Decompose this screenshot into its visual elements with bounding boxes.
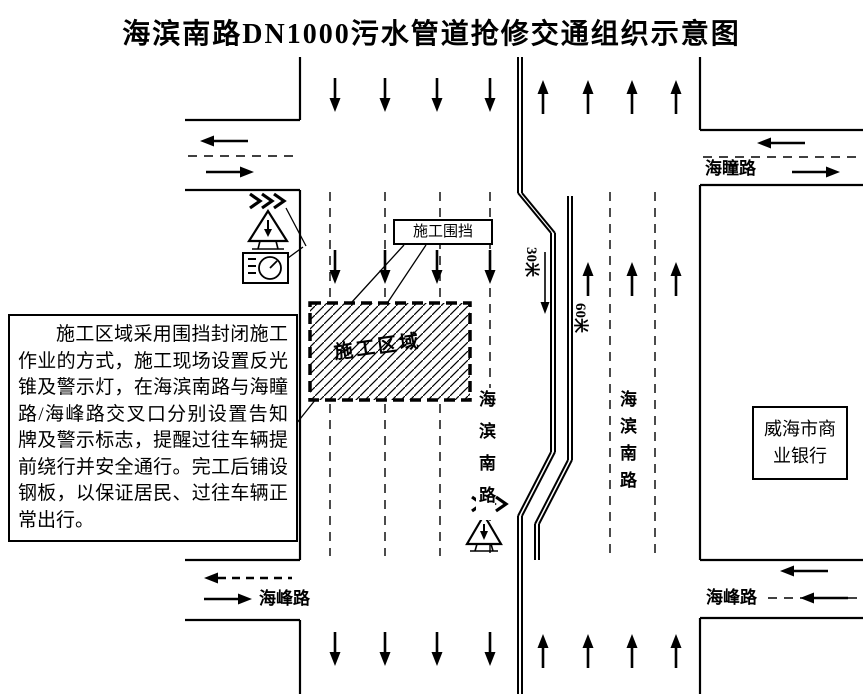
bank-building-label: 威海市商业银行 [752, 406, 848, 480]
diagram-title: 海滨南路DN1000污水管道抢修交通组织示意图 [122, 19, 741, 50]
construction-note-box: 施工区域采用围挡封闭施工作业的方式，施工现场设置反光锥及警示灯，在海滨南路与海瞳… [8, 314, 298, 542]
road-label-haibin-south-east: 海滨南路 [617, 388, 636, 500]
construction-area-rect [308, 301, 472, 402]
triangle-warning-icon [247, 208, 289, 250]
construction-zone [308, 301, 472, 402]
warning-signs-north [242, 192, 289, 284]
dimension-label-30m: 30米 [523, 247, 539, 278]
dashed-left-arrowhead [204, 572, 218, 584]
triangle-warning-icon [465, 512, 503, 552]
dimension-30m-arrow [540, 252, 550, 314]
cross-street-markings [188, 155, 860, 599]
road-label-haitong: 海瞳路 [703, 159, 758, 179]
road-label-haifeng-east: 海峰路 [704, 588, 759, 608]
warning-light-icon [242, 252, 289, 284]
road-label-haifeng-west: 海峰路 [257, 589, 312, 609]
lane-markings [329, 192, 656, 556]
construction-fence-callout: 施工围挡 [393, 219, 493, 245]
leader-lines [285, 207, 427, 425]
chevron-board-icon [249, 192, 287, 210]
dimension-label-60m: 60米 [572, 303, 588, 334]
road-edges [185, 57, 863, 694]
center-double-lines [517, 57, 573, 694]
road-label-haibin-south-center: 海滨南路 [476, 388, 495, 520]
